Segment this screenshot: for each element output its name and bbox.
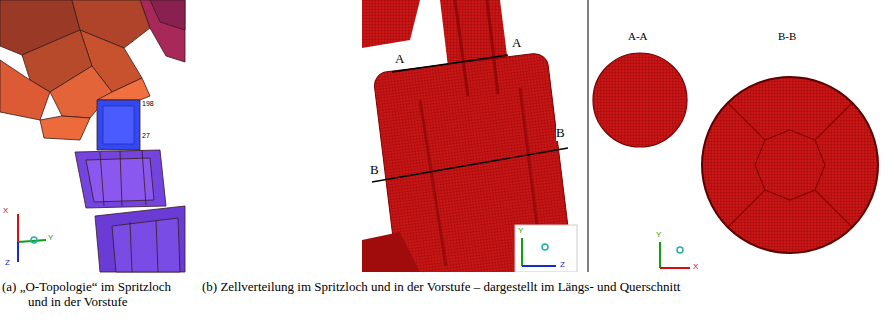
- section-title: A-A: [628, 30, 648, 43]
- separator: [588, 0, 589, 272]
- callout-number: 198: [142, 100, 154, 108]
- section-label: A: [395, 52, 404, 67]
- section-label: B: [556, 126, 565, 141]
- section-line: [372, 55, 568, 182]
- caption: (a) „O-Topologie“ im Spritzloch und in d…: [2, 280, 188, 310]
- axis-label: Z: [560, 260, 565, 269]
- axis-label: Y: [518, 226, 523, 235]
- callout-number: 27: [142, 132, 150, 140]
- axis-label: Z: [5, 258, 10, 267]
- axis-label: X: [693, 262, 698, 271]
- axis-label: X: [3, 206, 8, 215]
- mesh-cross-section: [593, 53, 878, 268]
- section-label: A: [512, 36, 521, 51]
- mesh-longitudinal: [362, 0, 577, 272]
- axis-label: Y: [656, 230, 661, 239]
- section-title: B-B: [778, 30, 796, 43]
- block-topology: [0, 0, 185, 272]
- caption: (b) Zellverteilung im Spritzloch und in …: [202, 280, 782, 295]
- axis-triad: [18, 214, 46, 262]
- section-label: B: [370, 163, 379, 178]
- axis-label: Y: [48, 233, 53, 242]
